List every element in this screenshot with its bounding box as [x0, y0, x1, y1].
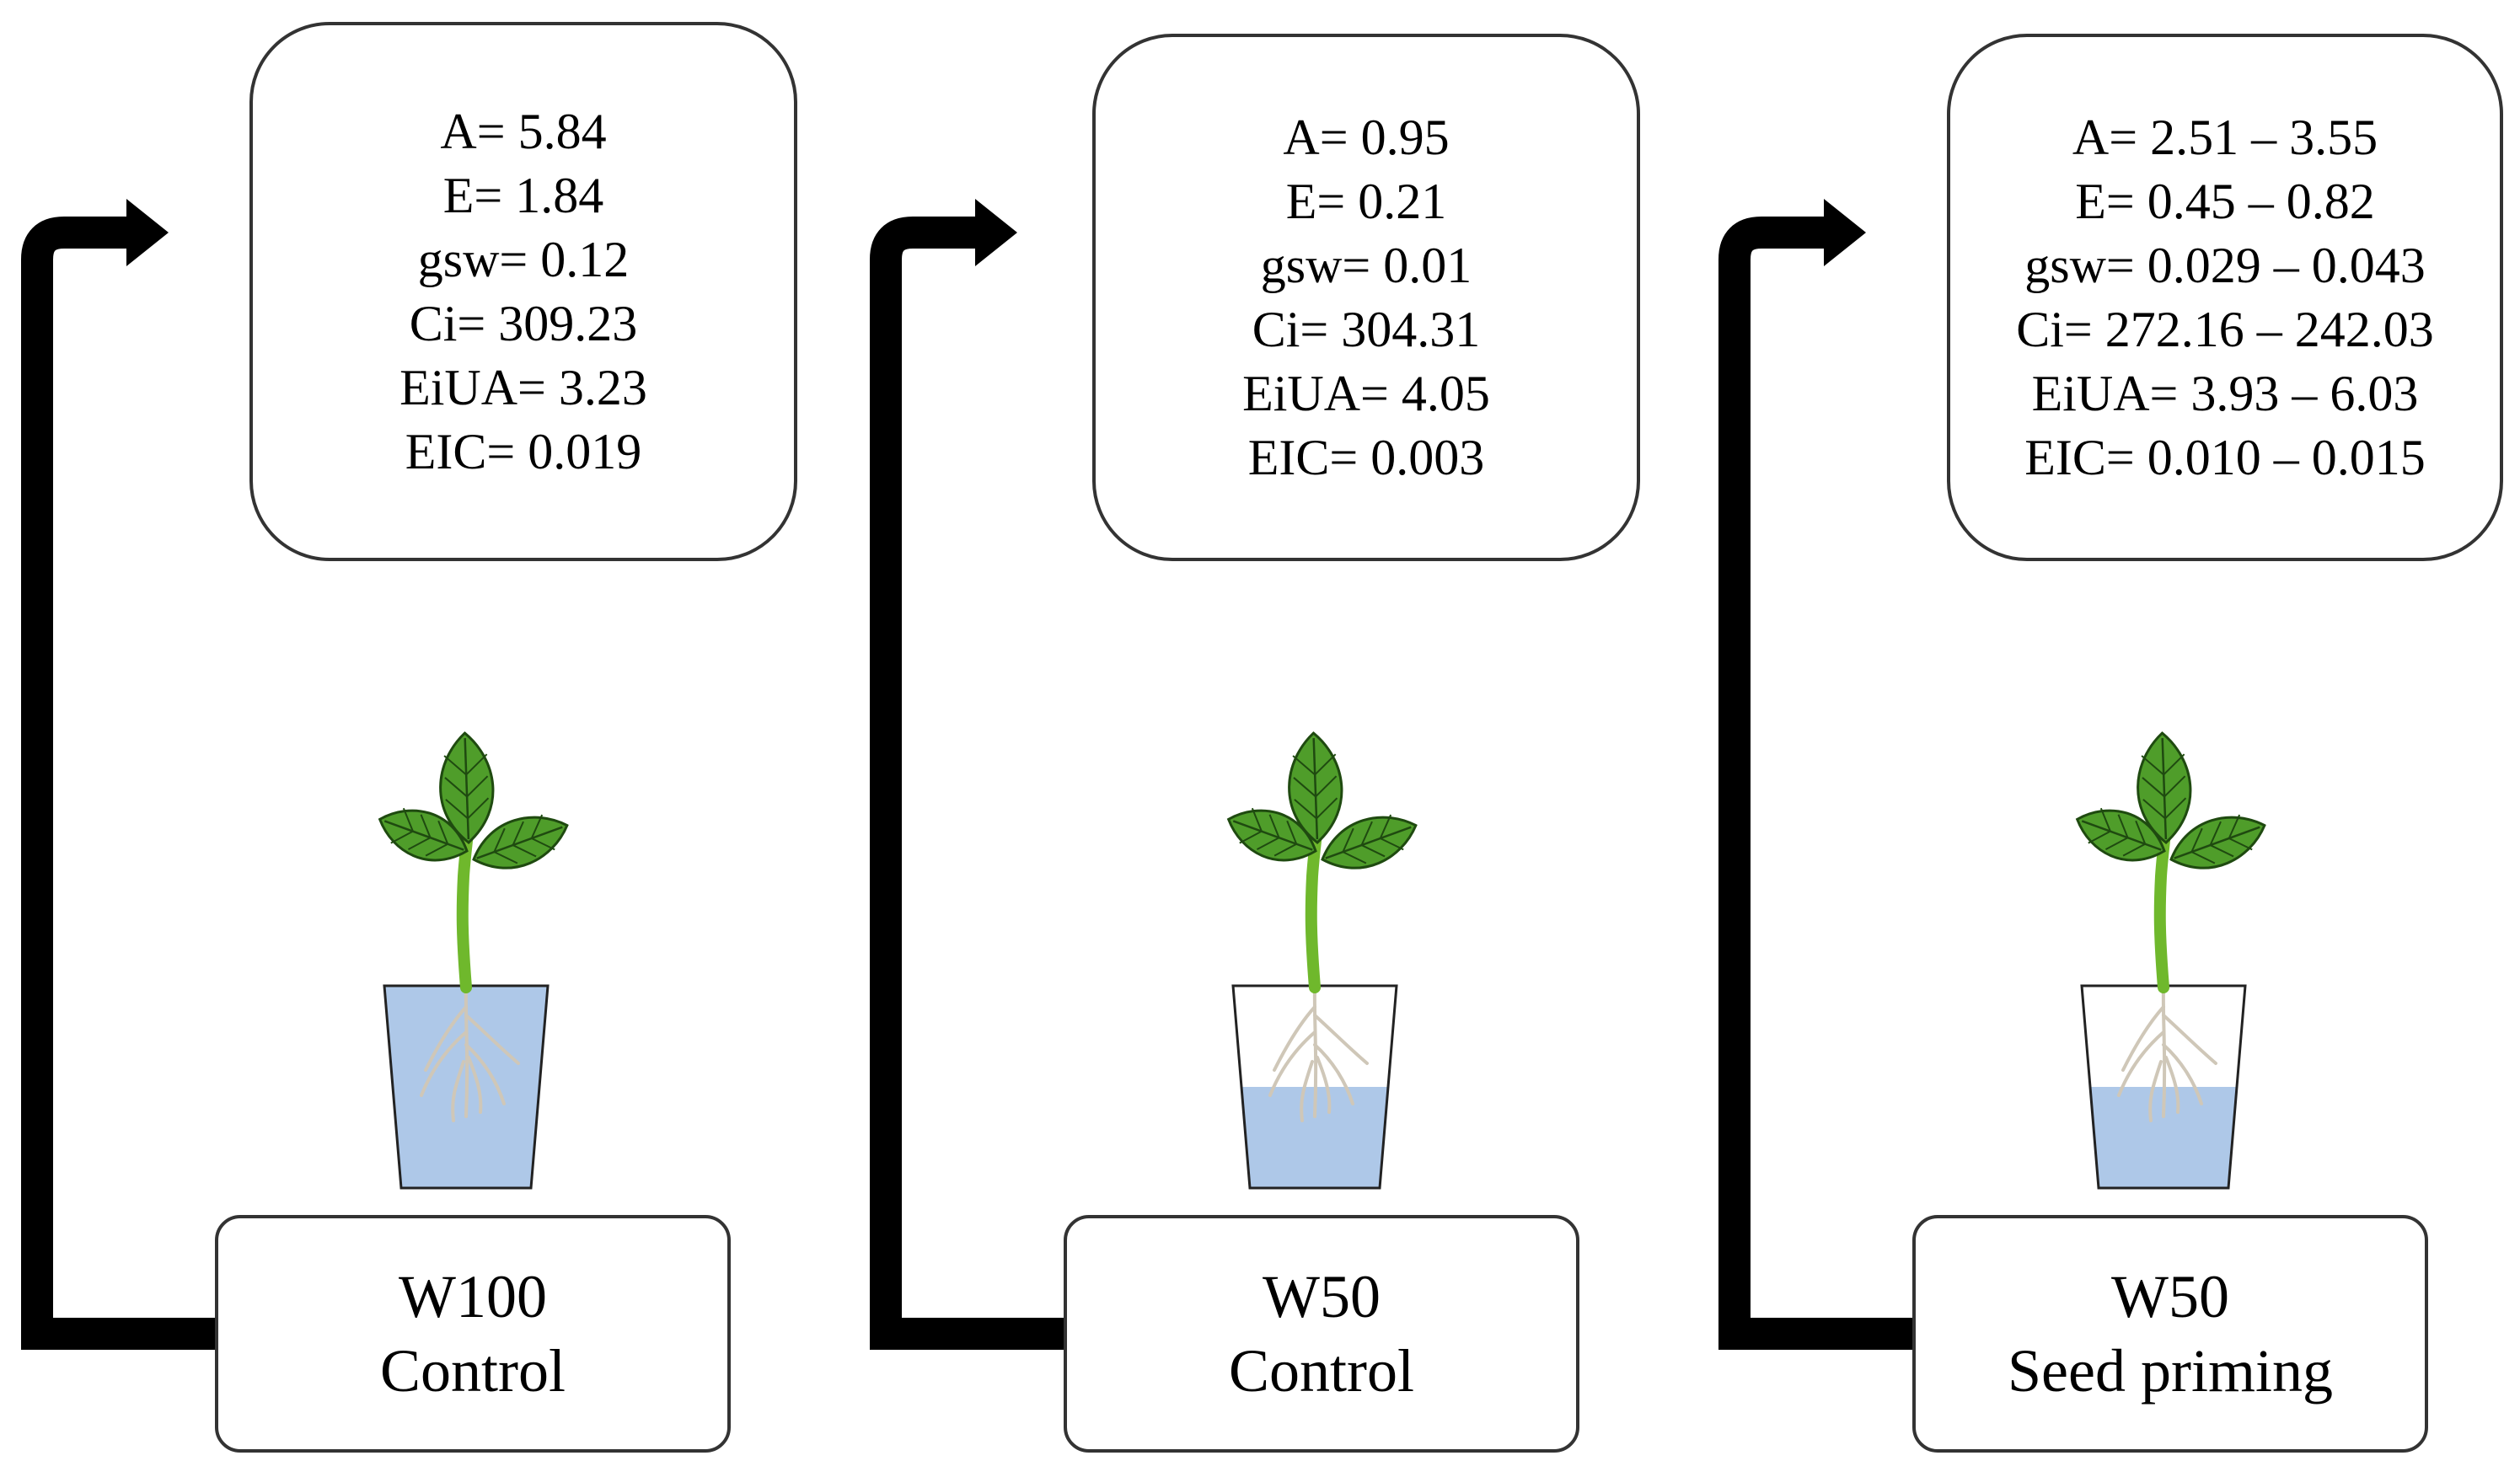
water-fill — [2090, 1087, 2237, 1188]
leaf-top — [439, 731, 495, 844]
panel-graphic — [1718, 199, 2266, 1350]
treatment-label-box: W100 Control — [215, 1215, 731, 1453]
physiology-stats-box: A= 0.95 E= 0.21 gsw= 0.01 Ci= 304.31 EiU… — [1092, 34, 1640, 561]
roots — [420, 984, 520, 1122]
treatment-type: Control — [1228, 1337, 1414, 1405]
leaf-left — [1226, 807, 1317, 862]
stat-eic: EIC= 0.019 — [405, 424, 642, 479]
leaf-right — [2169, 814, 2266, 870]
panel-w100-control: A= 5.84 E= 1.84 gsw= 0.12 Ci= 309.23 EiU… — [0, 0, 839, 1477]
treatment-label-box: W50 Seed priming — [1912, 1215, 2428, 1453]
panel-graphic — [21, 199, 569, 1350]
water-fill — [1241, 1087, 1388, 1188]
stat-eiua: EiUA= 4.05 — [1242, 366, 1490, 421]
stat-a: A= 2.51 – 3.55 — [2072, 110, 2378, 165]
cup-outline — [2080, 984, 2247, 1190]
panel-graphic — [870, 199, 1418, 1350]
leaf-right — [1321, 814, 1418, 870]
treatment-name: W50 — [1263, 1263, 1381, 1330]
stat-gsw: gsw= 0.01 — [1260, 238, 1472, 293]
flow-arrow — [21, 199, 215, 1350]
leaf-left — [378, 807, 469, 862]
stat-gsw: gsw= 0.12 — [417, 232, 630, 287]
leaf-top — [1288, 731, 1343, 844]
stat-ci: Ci= 304.31 — [1252, 302, 1481, 357]
flow-arrow — [870, 199, 1064, 1350]
stat-e: E= 0.21 — [1285, 174, 1447, 229]
physiology-stats-box: A= 2.51 – 3.55 E= 0.45 – 0.82 gsw= 0.029… — [1947, 34, 2503, 561]
leaf-right — [472, 814, 569, 870]
panel-w50-control: A= 0.95 E= 0.21 gsw= 0.01 Ci= 304.31 EiU… — [849, 0, 1688, 1477]
roots — [2117, 984, 2217, 1122]
stat-eic: EIC= 0.010 – 0.015 — [2024, 430, 2426, 485]
stat-ci: Ci= 309.23 — [409, 296, 638, 351]
stat-e: E= 0.45 – 0.82 — [2075, 174, 2375, 229]
leaf-top — [2137, 731, 2192, 844]
panel-w50-seed-priming: A= 2.51 – 3.55 E= 0.45 – 0.82 gsw= 0.029… — [1697, 0, 2520, 1477]
stat-a: A= 5.84 — [440, 104, 607, 159]
stat-eiua: EiUA= 3.23 — [399, 360, 647, 415]
leaf-left — [2075, 807, 2166, 862]
roots — [1268, 984, 1369, 1122]
stat-e: E= 1.84 — [442, 168, 604, 223]
stat-eic: EIC= 0.003 — [1247, 430, 1485, 485]
cup-outline — [1231, 984, 1398, 1190]
treatment-name: W50 — [2111, 1263, 2229, 1330]
stat-eiua: EiUA= 3.93 – 6.03 — [2031, 366, 2419, 421]
physiology-stats-box: A= 5.84 E= 1.84 gsw= 0.12 Ci= 309.23 EiU… — [249, 22, 797, 561]
treatment-name: W100 — [399, 1263, 547, 1330]
plant-in-cup — [378, 731, 569, 1190]
stat-gsw: gsw= 0.029 – 0.043 — [2024, 238, 2426, 293]
stat-ci: Ci= 272.16 – 242.03 — [2016, 302, 2434, 357]
stat-a: A= 0.95 — [1283, 110, 1450, 165]
cup-outline — [383, 984, 550, 1190]
treatment-type: Seed priming — [2008, 1337, 2333, 1405]
plant-in-cup — [2075, 731, 2266, 1190]
plant-in-cup — [1226, 731, 1418, 1190]
flow-arrow — [1718, 199, 1912, 1350]
treatment-type: Control — [379, 1337, 566, 1405]
treatment-label-box: W50 Control — [1064, 1215, 1579, 1453]
